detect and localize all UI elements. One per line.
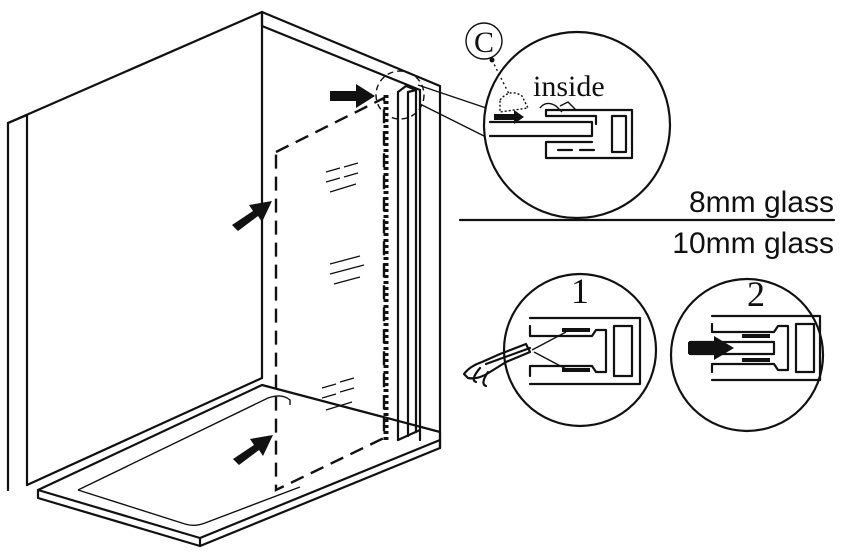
wall-profile xyxy=(383,84,422,442)
inside-label: inside xyxy=(533,70,605,103)
glass-10mm-label: 10mm glass xyxy=(672,227,834,260)
shower-tray xyxy=(36,383,442,548)
detail-marker-label: C xyxy=(474,26,494,59)
glass-thickness-legend: 8mm glass 10mm glass xyxy=(458,186,836,260)
arrow-top xyxy=(330,84,375,108)
shower-wall xyxy=(6,10,442,492)
detail-2: 2 xyxy=(669,274,825,433)
detail-c-callout: C inside xyxy=(375,22,672,220)
step-1-label: 1 xyxy=(571,271,589,311)
step-2-label: 2 xyxy=(747,274,765,314)
glass-8mm-label: 8mm glass xyxy=(689,186,834,219)
arrow-bottom xyxy=(233,435,273,465)
glass-panel-outline xyxy=(274,96,386,492)
arrow-middle xyxy=(232,201,272,231)
detail-1: 1 xyxy=(462,271,658,428)
